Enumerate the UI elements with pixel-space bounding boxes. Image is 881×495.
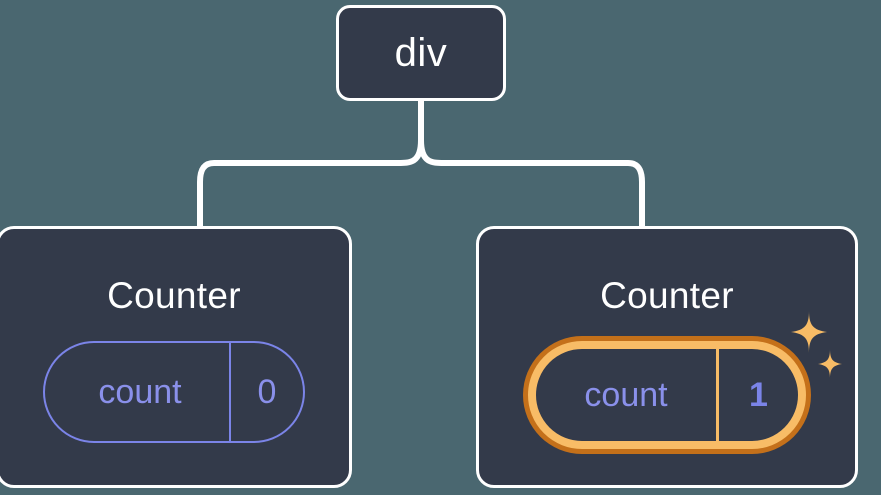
state-pill-count-right-highlighted[interactable]: count 1	[528, 341, 806, 449]
state-value-label: 1	[749, 375, 768, 414]
edge-to-right-child	[418, 137, 645, 229]
counter-left-state-wrap: count 0	[43, 341, 305, 443]
state-key-label: count	[536, 349, 719, 441]
state-value-label: 0	[257, 372, 277, 411]
counter-right-state-wrap: count 1	[528, 341, 806, 449]
tree-node-root[interactable]: div	[336, 5, 506, 101]
tree-node-counter-right[interactable]: Counter count 1	[476, 226, 858, 488]
state-key-label: count	[45, 343, 231, 441]
tree-node-counter-left[interactable]: Counter count 0	[0, 226, 352, 488]
counter-left-title: Counter	[107, 275, 241, 316]
state-pill-count-left[interactable]: count 0	[43, 341, 305, 443]
root-node-label: div	[394, 31, 448, 75]
edge-to-left-child	[197, 137, 424, 229]
counter-right-title: Counter	[600, 275, 734, 316]
sparkle-icon-small	[818, 349, 842, 379]
